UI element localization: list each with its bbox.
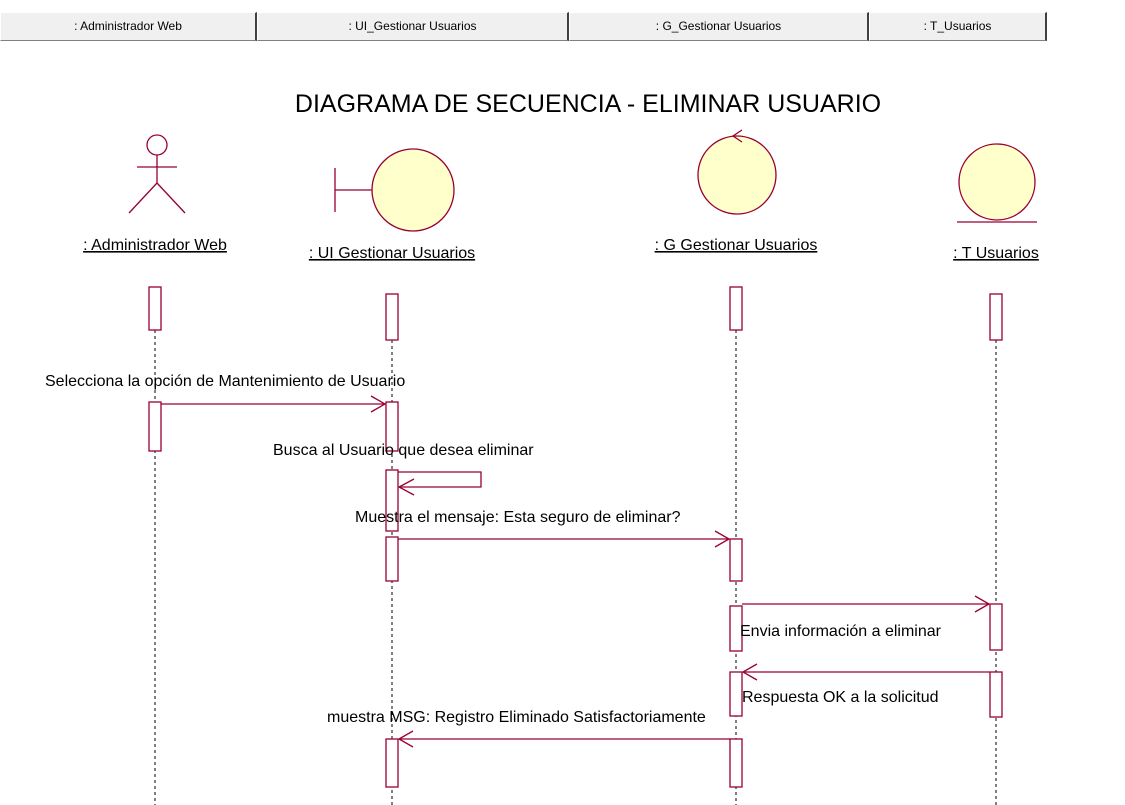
activation-bar[interactable] <box>989 603 1003 651</box>
actor-icon[interactable] <box>128 134 186 214</box>
message-label: Muestra el mensaje: Esta seguro de elimi… <box>355 509 681 526</box>
activation-bar[interactable] <box>729 286 743 331</box>
activation-bars <box>148 286 1003 788</box>
message-4[interactable]: Envia información a eliminar <box>740 595 991 640</box>
tab-ui-gestionar-usuarios[interactable]: : UI_Gestionar Usuarios <box>257 12 569 41</box>
boundary-icon[interactable] <box>334 148 455 232</box>
tab-g-gestionar-usuarios[interactable]: : G_Gestionar Usuarios <box>569 12 869 41</box>
control-icon[interactable] <box>697 129 777 215</box>
tab-administrador-web[interactable]: : Administrador Web <box>0 12 257 41</box>
message-label: Envia información a eliminar <box>740 623 942 640</box>
message-label: Busca al Usuario que desea eliminar <box>273 442 534 459</box>
activation-bar[interactable] <box>729 605 743 652</box>
message-label: Selecciona la opción de Mantenimiento de… <box>45 373 405 390</box>
message-2-self[interactable]: Busca al Usuario que desea eliminar <box>273 442 534 496</box>
activation-bar[interactable] <box>729 671 743 717</box>
message-label: muestra MSG: Registro Eliminado Satisfac… <box>327 709 706 726</box>
activation-bar[interactable] <box>385 293 399 341</box>
sequence-diagram: DIAGRAMA DE SECUENCIA - ELIMINAR USUARIO… <box>45 90 1039 805</box>
entity-icon[interactable] <box>957 143 1037 223</box>
activation-bar[interactable] <box>989 671 1003 718</box>
object-label-g-gestionar-usuarios: : G Gestionar Usuarios <box>655 237 818 254</box>
object-label-ui-gestionar-usuarios: : UI Gestionar Usuarios <box>309 245 475 262</box>
activation-bar[interactable] <box>148 401 162 452</box>
message-5[interactable]: Respuesta OK a la solicitud <box>741 663 990 706</box>
activation-bar[interactable] <box>385 401 399 452</box>
activation-bar[interactable] <box>148 286 162 331</box>
message-1[interactable]: Selecciona la opción de Mantenimiento de… <box>45 373 405 413</box>
message-label: Respuesta OK a la solicitud <box>742 689 939 706</box>
activation-bar[interactable] <box>385 469 399 532</box>
tab-t-usuarios[interactable]: : T_Usuarios <box>869 12 1047 41</box>
message-6[interactable]: muestra MSG: Registro Eliminado Satisfac… <box>327 709 730 748</box>
activation-bar[interactable] <box>729 538 743 582</box>
activation-bar[interactable] <box>989 293 1003 341</box>
activation-bar[interactable] <box>385 738 399 788</box>
activation-bar[interactable] <box>385 536 399 582</box>
object-label-t-usuarios: : T Usuarios <box>953 245 1039 262</box>
object-label-administrador-web: : Administrador Web <box>83 237 227 254</box>
object-header-bar: : Administrador Web : UI_Gestionar Usuar… <box>0 0 1125 44</box>
activation-bar[interactable] <box>729 738 743 788</box>
message-3[interactable]: Muestra el mensaje: Esta seguro de elimi… <box>355 509 731 548</box>
lifelines <box>154 330 997 805</box>
diagram-title: DIAGRAMA DE SECUENCIA - ELIMINAR USUARIO <box>295 90 881 118</box>
